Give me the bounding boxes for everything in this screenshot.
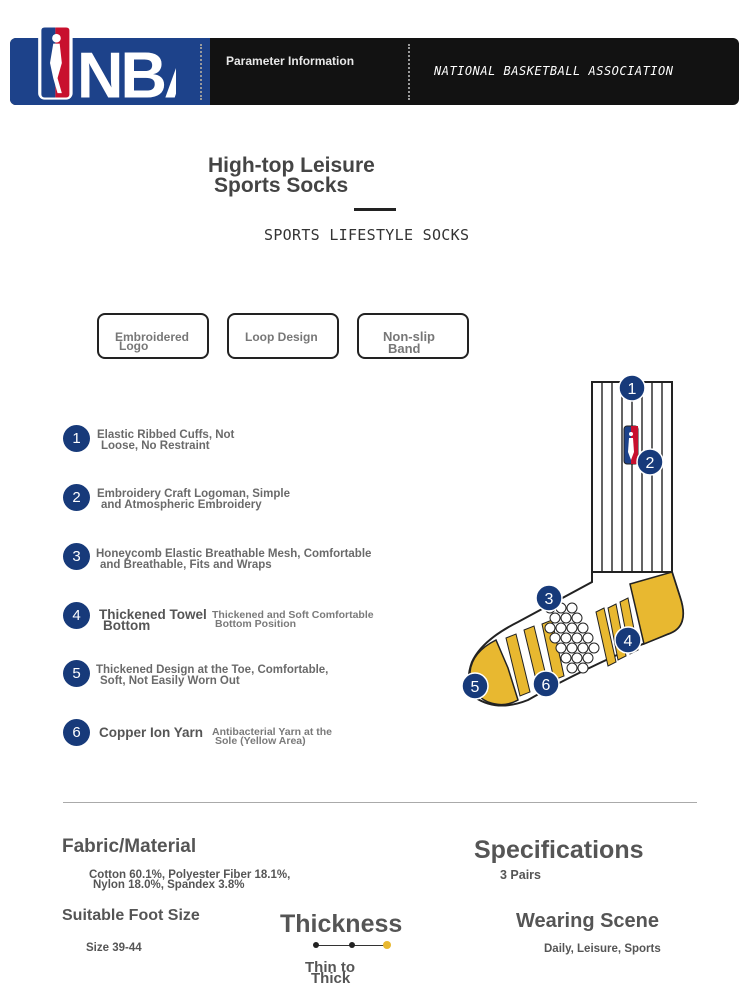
- badge-4: 4: [624, 633, 633, 650]
- feature-line: Sole (Yellow Area): [215, 735, 306, 747]
- fabric-value: Cotton 60.1%, Polyester Fiber 18.1%, Nyl…: [89, 869, 291, 891]
- feature-line: Bottom: [103, 618, 151, 633]
- callout-badges: 1 2 3 4 5 6: [461, 374, 664, 700]
- feature-line: Loose, No Restraint: [101, 440, 210, 452]
- badge-5: 5: [471, 679, 480, 696]
- rib-lines: [601, 382, 663, 577]
- thickness-dot: [349, 942, 355, 948]
- tag-label: Embroidered: [115, 330, 190, 344]
- title-underline: [354, 208, 396, 211]
- feature-3-text: Honeycomb Elastic Breathable Mesh, Comfo…: [96, 548, 372, 571]
- specifications-title: Specifications: [474, 836, 644, 864]
- feature-number: 5: [63, 660, 90, 687]
- heel-area: [629, 571, 684, 646]
- foot-size-value: Size 39-44: [86, 942, 142, 954]
- feature-2-text: Embroidery Craft Logoman, Simple and Atm…: [97, 488, 290, 511]
- title-line-2: Sports Socks: [214, 174, 349, 197]
- feature-6-main: Copper Ion Yarn: [99, 725, 204, 740]
- thickness-line: Thin to: [305, 959, 355, 976]
- feature-1-text: Elastic Ribbed Cuffs, Not Loose, No Rest…: [97, 429, 235, 452]
- section-divider: [63, 802, 697, 803]
- fabric-line: Cotton 60.1%, Polyester Fiber 18.1%,: [89, 869, 291, 881]
- feature-line: Thickened and Soft Comfortable: [212, 609, 374, 621]
- badge-3: 3: [545, 591, 554, 608]
- nba-logo: NBA: [38, 24, 176, 108]
- thickness-line: Thick: [311, 970, 351, 987]
- feature-number: 3: [63, 543, 90, 570]
- parameter-info-label: Parameter Information: [226, 54, 355, 68]
- honeycomb-mesh: [544, 602, 600, 674]
- thickness-dot-selected: [383, 941, 391, 949]
- feature-line: Antibacterial Yarn at the: [212, 726, 333, 738]
- wearing-scene-title: Wearing Scene: [516, 910, 660, 932]
- title-line-1: High-top Leisure: [208, 154, 375, 177]
- sock-illustration: 1 2 3 4 5 6: [461, 374, 684, 707]
- nba-logo-text: NBA: [77, 39, 176, 108]
- badge-1: 1: [628, 381, 637, 398]
- tag-label: Band: [388, 341, 421, 356]
- tag-label: Loop Design: [245, 330, 318, 344]
- feature-line: and Breathable, Fits and Wraps: [100, 559, 272, 571]
- header-bar: Parameter Information NATIONAL BASKETBAL…: [10, 38, 739, 105]
- product-title: High-top Leisure Sports Socks: [208, 154, 375, 197]
- thickness-dot: [313, 942, 319, 948]
- feature-line: Thickened Design at the Toe, Comfortable…: [96, 664, 329, 676]
- fabric-title: Fabric/Material: [62, 836, 197, 857]
- feature-4-main: Thickened Towel Bottom: [99, 607, 207, 633]
- feature-line: Soft, Not Easily Worn Out: [100, 675, 240, 687]
- divider-dots: [200, 44, 202, 100]
- badge-6: 6: [542, 677, 551, 694]
- feature-number: 6: [63, 719, 90, 746]
- feature-line: Honeycomb Elastic Breathable Mesh, Comfo…: [96, 548, 372, 560]
- embroidered-nba-logo: [623, 425, 639, 465]
- tag-label: Non-slip: [383, 329, 435, 344]
- feature-number: 1: [63, 425, 90, 452]
- specifications-value: 3 Pairs: [500, 868, 542, 882]
- tag-label: Logo: [119, 339, 149, 353]
- feature-5-text: Thickened Design at the Toe, Comfortable…: [96, 664, 329, 687]
- foot-size-title: Suitable Foot Size: [62, 907, 200, 924]
- feature-6-side: Antibacterial Yarn at the Sole (Yellow A…: [212, 726, 333, 747]
- tag-embroidered-logo: Embroidered Logo: [97, 313, 209, 359]
- thickness-value: Thin to Thick: [305, 959, 355, 987]
- feature-line: Thickened Towel: [99, 607, 207, 622]
- divider-dots: [408, 44, 410, 100]
- feature-line: Elastic Ribbed Cuffs, Not: [97, 429, 235, 441]
- product-subtitle: SPORTS LIFESTYLE SOCKS: [264, 226, 470, 244]
- feature-line: Bottom Position: [215, 618, 297, 630]
- wearing-scene-value: Daily, Leisure, Sports: [544, 943, 661, 955]
- feature-4-side: Thickened and Soft Comfortable Bottom Po…: [212, 609, 374, 630]
- thickness-title: Thickness: [280, 910, 403, 932]
- tag-non-slip-band: Non-slip Band: [357, 313, 469, 359]
- fabric-line: Nylon 18.0%, Spandex 3.8%: [93, 879, 245, 891]
- tag-loop-design: Loop Design: [227, 313, 339, 359]
- badge-2: 2: [646, 455, 655, 472]
- association-label: NATIONAL BASKETBALL ASSOCIATION: [434, 64, 674, 78]
- feature-line: Embroidery Craft Logoman, Simple: [97, 488, 290, 500]
- feature-line: and Atmospheric Embroidery: [101, 499, 262, 511]
- feature-number: 2: [63, 484, 90, 511]
- feature-number: 4: [63, 602, 90, 629]
